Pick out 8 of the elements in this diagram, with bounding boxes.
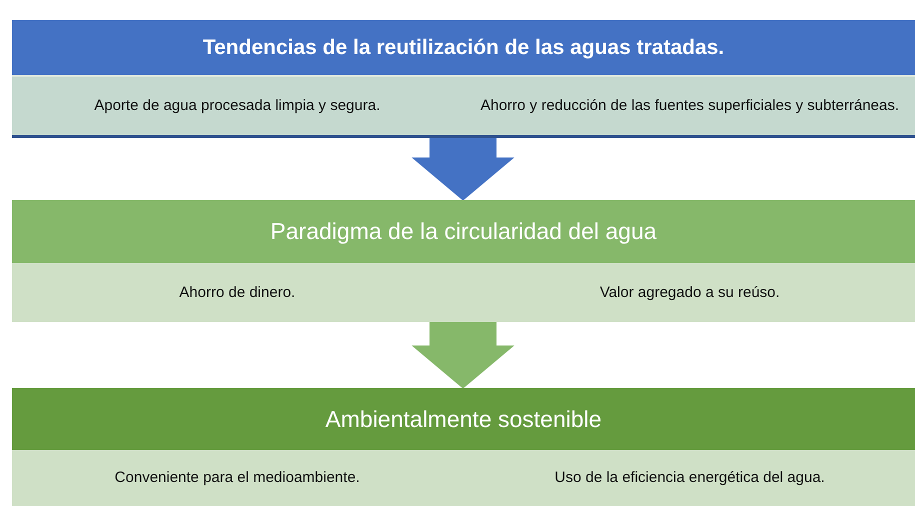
section-band xyxy=(12,200,915,322)
block-arrow xyxy=(412,138,514,201)
section-header: Paradigma de la circularidad del agua xyxy=(12,200,915,263)
section-band xyxy=(12,388,915,506)
section-band xyxy=(12,20,915,138)
block-arrow xyxy=(412,322,514,389)
section-header: Tendencias de la reutilización de las aguas tratadas. xyxy=(12,20,915,77)
section-header: Ambientalmente sostenible xyxy=(12,388,915,450)
